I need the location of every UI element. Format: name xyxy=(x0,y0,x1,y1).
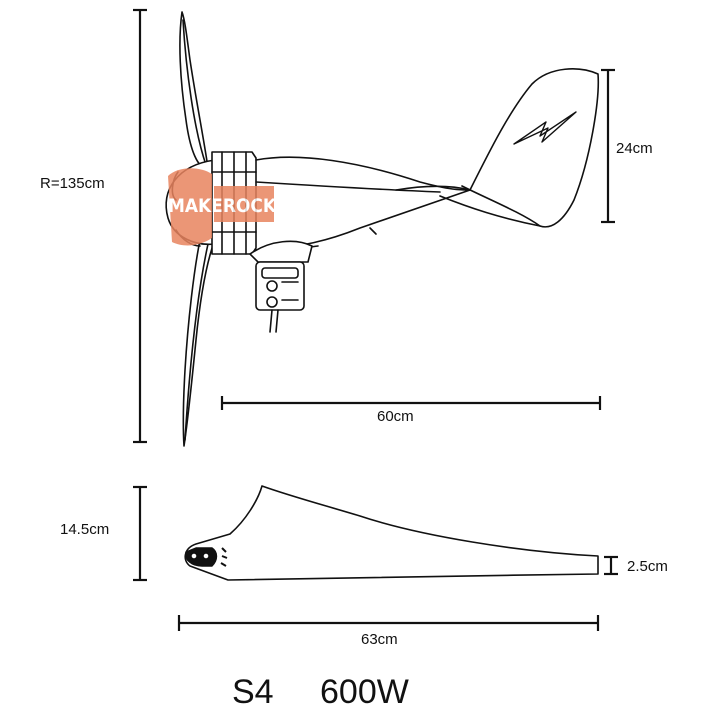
model-power: 600W xyxy=(320,673,409,711)
label-blade-length: 63cm xyxy=(361,631,398,648)
label-rotor-radius: R=135cm xyxy=(40,175,105,192)
dimension-lines xyxy=(133,8,618,631)
upper-blade-edge xyxy=(182,19,207,166)
turbine-side-view xyxy=(165,11,600,447)
watermark-logo: MAKEROCK xyxy=(168,168,277,246)
blade-detail xyxy=(184,485,599,581)
blade-root-mount xyxy=(185,547,228,567)
label-blade-tip-width: 2.5cm xyxy=(627,558,668,575)
lower-blade-edge xyxy=(184,243,209,441)
watermark-badge xyxy=(168,168,212,246)
dim-blade-width xyxy=(133,485,147,582)
dim-blade-tip xyxy=(604,555,618,576)
tail-fin xyxy=(439,68,600,228)
lower-blade xyxy=(182,239,215,447)
dim-rotor-radius xyxy=(133,8,147,444)
dim-tail-height xyxy=(601,68,615,224)
label-blade-width: 14.5cm xyxy=(60,521,109,538)
label-tail-height: 24cm xyxy=(616,140,653,157)
model-name: S4 xyxy=(232,673,274,711)
dim-body-length xyxy=(220,396,602,410)
watermark-bar xyxy=(214,186,274,222)
body-housing xyxy=(255,156,471,251)
lightning-bolt-icon xyxy=(513,111,577,145)
blade-outline xyxy=(184,485,599,581)
label-body-length: 60cm xyxy=(377,408,414,425)
mount-bracket xyxy=(249,240,313,263)
dim-blade-length xyxy=(177,615,600,631)
cable xyxy=(269,309,279,333)
watermark-text: MAKEROCK xyxy=(168,195,277,217)
